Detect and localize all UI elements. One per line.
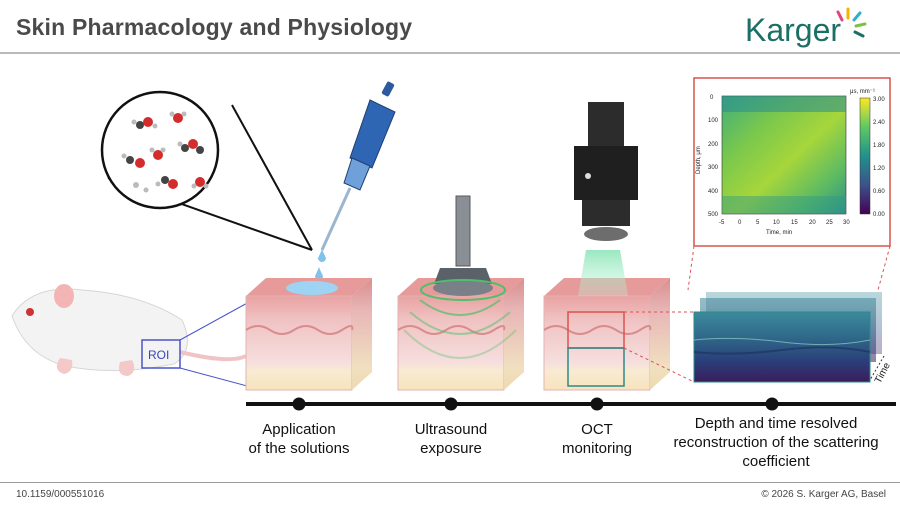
x-tick: 15 xyxy=(791,220,798,226)
step-text: Depth and time resolved reconstruction o… xyxy=(673,415,879,470)
x-tick: -5 xyxy=(719,220,725,226)
colorbar-title: μs, mm⁻¹ xyxy=(850,89,875,95)
step-label-application: Application of the solutions xyxy=(229,420,369,458)
experiment-schematic: ROI xyxy=(11,77,896,411)
doi-text: 10.1159/000551016 xyxy=(16,489,105,500)
oct-scanner-icon xyxy=(574,102,638,296)
y-tick: 400 xyxy=(708,189,719,195)
timeline-marker xyxy=(292,397,306,411)
x-tick: 20 xyxy=(809,220,816,226)
molecule-magnifier xyxy=(100,90,313,251)
x-tick: 10 xyxy=(773,220,780,226)
oct-bscan-stack: Time xyxy=(623,245,893,386)
step-text: Application of the solutions xyxy=(248,421,350,457)
y-tick: 100 xyxy=(708,118,719,124)
ultrasound-probe-icon xyxy=(420,195,506,301)
timeline-marker xyxy=(444,397,458,411)
x-tick: 5 xyxy=(756,220,760,226)
brand-name: Karger xyxy=(745,12,842,48)
header-divider xyxy=(0,52,900,54)
x-tick: 0 xyxy=(738,220,742,226)
skin-block-oct xyxy=(543,278,670,391)
x-axis-label: Time, min xyxy=(766,230,792,236)
step-label-reconstruction: Depth and time resolved reconstruction o… xyxy=(656,414,896,471)
colorbar-tick: 1.20 xyxy=(873,166,885,172)
copyright-text: © 2026 S. Karger AG, Basel xyxy=(761,489,886,500)
karger-logo-mark-icon xyxy=(836,7,867,38)
colorbar-tick: 0.60 xyxy=(873,189,885,195)
x-tick: 25 xyxy=(826,220,833,226)
skin-block-application xyxy=(245,278,372,391)
skin-block-ultrasound xyxy=(397,278,524,391)
roi-label: ROI xyxy=(148,348,169,362)
water-ethanol-molecules-icon xyxy=(121,111,209,193)
colorbar-tick: 3.00 xyxy=(873,97,885,103)
time-axis-label: Time xyxy=(873,361,893,386)
mouse-icon: ROI xyxy=(11,284,263,391)
colorbar-tick: 1.80 xyxy=(873,143,885,149)
timeline-marker xyxy=(765,397,779,411)
process-timeline xyxy=(246,397,896,411)
footer-divider xyxy=(0,482,900,483)
y-tick: 500 xyxy=(708,212,719,218)
pipette-icon xyxy=(315,81,396,280)
y-tick: 200 xyxy=(708,142,719,148)
x-tick: 30 xyxy=(843,220,850,226)
colorbar-tick: 2.40 xyxy=(873,120,885,126)
step-text: OCT monitoring xyxy=(561,421,633,457)
page-title: Skin Pharmacology and Physiology xyxy=(16,14,413,40)
y-tick: 300 xyxy=(708,165,719,171)
step-label-oct: OCT monitoring xyxy=(547,420,647,458)
y-tick: 0 xyxy=(710,95,714,101)
step-label-ultrasound: Ultrasound exposure xyxy=(391,420,511,458)
scattering-heatmap-inset: μs, mm⁻¹ 3.00 2.40 1.80 1.20 0.60 0.00 D… xyxy=(693,77,891,247)
step-text: Ultrasound exposure xyxy=(414,421,488,457)
timeline-marker xyxy=(590,397,604,411)
y-axis-label: Depth, μm xyxy=(696,146,702,174)
colorbar-tick: 0.00 xyxy=(873,212,885,218)
